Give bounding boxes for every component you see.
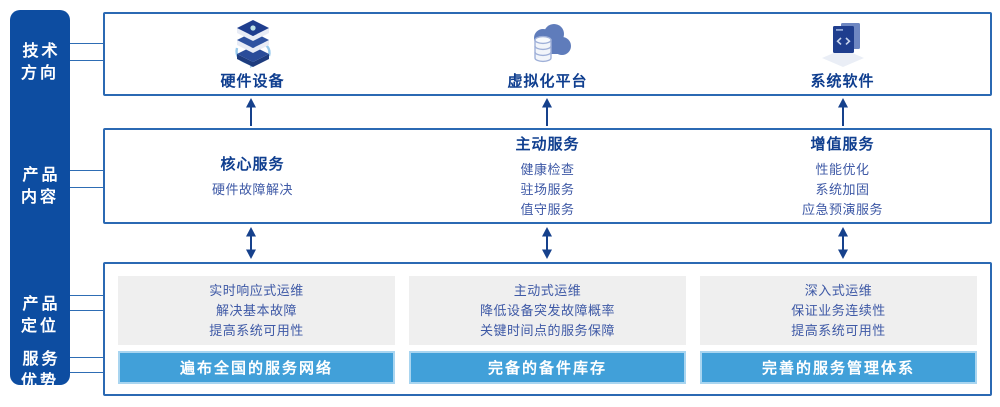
category-sidebar: 技术 方向 产品 内容 产品 定位 服务 优势 bbox=[10, 10, 70, 390]
service-item: 硬件故障解决 bbox=[211, 181, 293, 197]
positioning-line: 提高系统可用性 bbox=[791, 322, 886, 338]
tech-label-system-software: 系统软件 bbox=[810, 72, 875, 90]
cloud-database-icon bbox=[523, 18, 573, 68]
advantage-banner: 完备的备件库存 bbox=[409, 351, 686, 384]
connector-line bbox=[70, 170, 103, 171]
service-title: 核心服务 bbox=[220, 155, 285, 173]
positioning-line: 实时响应式运维 bbox=[209, 282, 304, 298]
service-column-proactive: 主动服务 健康检查 驻场服务 值守服务 bbox=[400, 130, 695, 222]
connector-line bbox=[70, 43, 103, 44]
advantage-banner: 遍布全国的服务网络 bbox=[118, 351, 395, 384]
positioning-line: 保证业务连续性 bbox=[791, 302, 886, 318]
tech-label-virtualization: 虚拟化平台 bbox=[507, 72, 588, 90]
connector-line bbox=[70, 357, 103, 358]
tech-item-system-software: 系统软件 bbox=[695, 14, 990, 94]
up-arrow-icon bbox=[540, 98, 554, 126]
service-item: 健康检查 bbox=[520, 161, 575, 177]
positioning-panel: 主动式运维 降低设备突发故障概率 关键时间点的服务保障 bbox=[409, 276, 686, 346]
positioning-panel: 实时响应式运维 解决基本故障 提高系统可用性 bbox=[118, 276, 395, 346]
connector-line bbox=[70, 295, 103, 296]
positioning-advantage-box: 实时响应式运维 解决基本故障 提高系统可用性 遍布全国的服务网络 主动式运维 降… bbox=[103, 262, 992, 396]
service-item: 应急预演服务 bbox=[801, 201, 883, 217]
server-stack-icon bbox=[229, 18, 277, 68]
connector-line bbox=[70, 60, 103, 61]
tech-item-hardware: 硬件设备 bbox=[105, 14, 400, 94]
positioning-column-deep: 深入式运维 保证业务连续性 提高系统可用性 完善的服务管理体系 bbox=[700, 276, 977, 384]
service-column-value-added: 增值服务 性能优化 系统加固 应急预演服务 bbox=[695, 130, 990, 222]
tech-direction-box: 硬件设备 虚拟化平台 bbox=[103, 12, 992, 96]
advantage-banner: 完善的服务管理体系 bbox=[700, 351, 977, 384]
sidebar-label-product-positioning: 产品 定位 bbox=[20, 296, 61, 335]
double-arrow-icon bbox=[244, 227, 258, 259]
positioning-line: 深入式运维 bbox=[804, 282, 873, 298]
sidebar-label-tech-direction: 技术 方向 bbox=[20, 43, 61, 82]
connector-line bbox=[70, 187, 103, 188]
double-arrow-icon bbox=[836, 227, 850, 259]
service-item: 值守服务 bbox=[520, 201, 575, 217]
service-item: 系统加固 bbox=[815, 181, 870, 197]
positioning-line: 降低设备突发故障概率 bbox=[479, 302, 615, 318]
double-arrow-icon bbox=[540, 227, 554, 259]
code-window-icon bbox=[818, 18, 868, 68]
up-arrow-icon bbox=[836, 98, 850, 126]
positioning-line: 提高系统可用性 bbox=[209, 322, 304, 338]
positioning-column-proactive: 主动式运维 降低设备突发故障概率 关键时间点的服务保障 完备的备件库存 bbox=[409, 276, 686, 384]
positioning-line: 主动式运维 bbox=[513, 282, 582, 298]
connector-line bbox=[70, 372, 103, 373]
tech-label-hardware: 硬件设备 bbox=[220, 72, 285, 90]
up-arrow-icon bbox=[244, 98, 258, 126]
service-column-core: 核心服务 硬件故障解决 bbox=[105, 130, 400, 222]
service-title: 增值服务 bbox=[810, 135, 875, 153]
positioning-line: 解决基本故障 bbox=[215, 302, 297, 318]
positioning-panel: 深入式运维 保证业务连续性 提高系统可用性 bbox=[700, 276, 977, 346]
positioning-line: 关键时间点的服务保障 bbox=[479, 322, 615, 338]
positioning-column-realtime: 实时响应式运维 解决基本故障 提高系统可用性 遍布全国的服务网络 bbox=[118, 276, 395, 384]
sidebar-label-product-content: 产品 内容 bbox=[20, 167, 61, 206]
sidebar-label-service-advantage: 服务 优势 bbox=[20, 351, 61, 390]
product-content-box: 核心服务 硬件故障解决 主动服务 健康检查 驻场服务 值守服务 增值服务 性能优… bbox=[103, 128, 992, 224]
service-title: 主动服务 bbox=[515, 135, 580, 153]
tech-item-virtualization: 虚拟化平台 bbox=[400, 14, 695, 94]
connector-line bbox=[70, 310, 103, 311]
service-item: 驻场服务 bbox=[520, 181, 575, 197]
service-item: 性能优化 bbox=[815, 161, 870, 177]
